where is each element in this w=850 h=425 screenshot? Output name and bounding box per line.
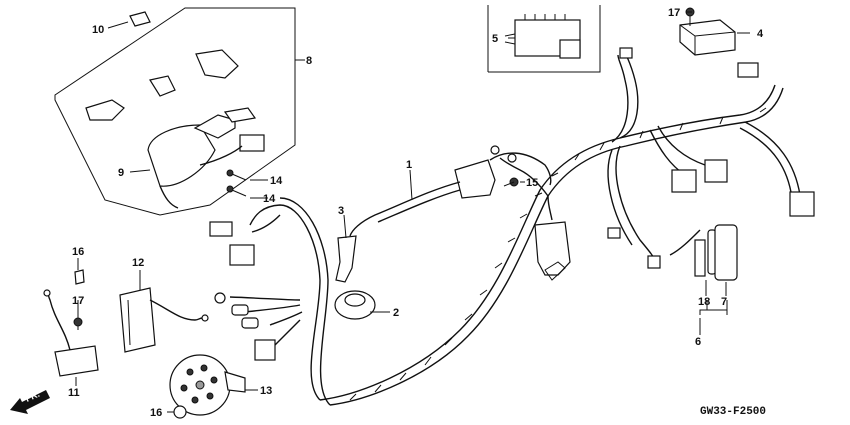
starter-relay [679, 7, 736, 56]
callout-17-left: 17 [72, 295, 84, 307]
callout-12: 12 [132, 257, 144, 269]
callout-10: 10 [92, 24, 104, 36]
callout-11: 11 [68, 387, 80, 399]
callout-5: 5 [492, 33, 498, 45]
regulator-connector [559, 39, 581, 59]
terminal-top [619, 47, 633, 59]
winker-relay [119, 287, 156, 353]
harness-connectors [209, 47, 815, 361]
connector-mid-1 [671, 169, 697, 193]
callout-1: 1 [406, 159, 412, 171]
key-set-outline [54, 7, 296, 216]
drawing-code: GW33-F2500 [700, 406, 766, 418]
callout-14-upper: 14 [270, 175, 283, 187]
fuse-cover [714, 224, 738, 281]
callout-13: 13 [260, 385, 272, 397]
nut-upper [74, 269, 85, 285]
callout-7: 7 [721, 296, 727, 308]
license-light [54, 345, 99, 377]
terminal-mid [607, 227, 621, 239]
connector-upper-left [209, 221, 233, 237]
horn [169, 354, 246, 419]
callout-9: 9 [118, 167, 124, 179]
screws [226, 169, 247, 197]
bullet-terminal [214, 292, 226, 304]
callout-4: 4 [757, 28, 764, 40]
key-set-box [54, 7, 296, 216]
bolt-15 [503, 177, 519, 187]
fuse-assembly [669, 224, 738, 315]
terminal-2 [241, 317, 259, 329]
connector-right [789, 191, 815, 217]
condenser [534, 195, 571, 281]
callout-3: 3 [338, 205, 344, 217]
unit-12 [119, 287, 209, 353]
license-light-assembly [43, 269, 99, 377]
callout-16-upper: 16 [72, 246, 84, 258]
lock-cylinder-2 [149, 75, 176, 97]
high-tension-cord [349, 181, 461, 237]
spark-plug-cap [335, 235, 357, 283]
callout-18: 18 [698, 296, 710, 308]
screw-upper [231, 173, 247, 181]
ignition-key [223, 107, 257, 123]
lock-cylinder-1 [85, 99, 125, 121]
relay-body [679, 19, 736, 56]
horn-bracket [224, 371, 246, 393]
blank-key [129, 11, 151, 27]
callout-labels: 1 2 3 4 5 6 7 8 9 10 11 12 13 14 14 15 1… [68, 7, 764, 419]
fuse-holder [694, 239, 706, 277]
terminal-lower [647, 255, 661, 269]
lock-cylinder-3 [195, 49, 239, 79]
regulator-box [487, 5, 601, 73]
callout-8: 8 [306, 55, 312, 67]
coil-wire [489, 152, 552, 186]
condenser-body [534, 221, 571, 276]
callout-6: 6 [695, 336, 701, 348]
bracket-6 [699, 309, 728, 315]
callout-16-lower: 16 [150, 407, 162, 419]
callout-14-lower: 14 [263, 193, 276, 205]
ignition-switch [147, 124, 216, 187]
switch-connector [239, 134, 265, 152]
connector-upper-left-2 [229, 244, 255, 266]
connector-lower-left [254, 339, 276, 361]
nut-lower [173, 405, 187, 419]
terminal-1 [231, 304, 249, 316]
callout-17-top: 17 [668, 7, 680, 19]
callout-15: 15 [526, 177, 538, 189]
screw-lower [231, 189, 247, 197]
connector-mid-2 [704, 159, 728, 183]
wire-harness [229, 49, 801, 406]
leader-lines [75, 11, 750, 413]
connector-top-right [737, 62, 759, 78]
callout-2: 2 [393, 307, 399, 319]
ignition-coil [454, 159, 496, 199]
front-direction-arrow: FR. [10, 389, 50, 414]
ignition-coil-assembly [334, 145, 552, 320]
